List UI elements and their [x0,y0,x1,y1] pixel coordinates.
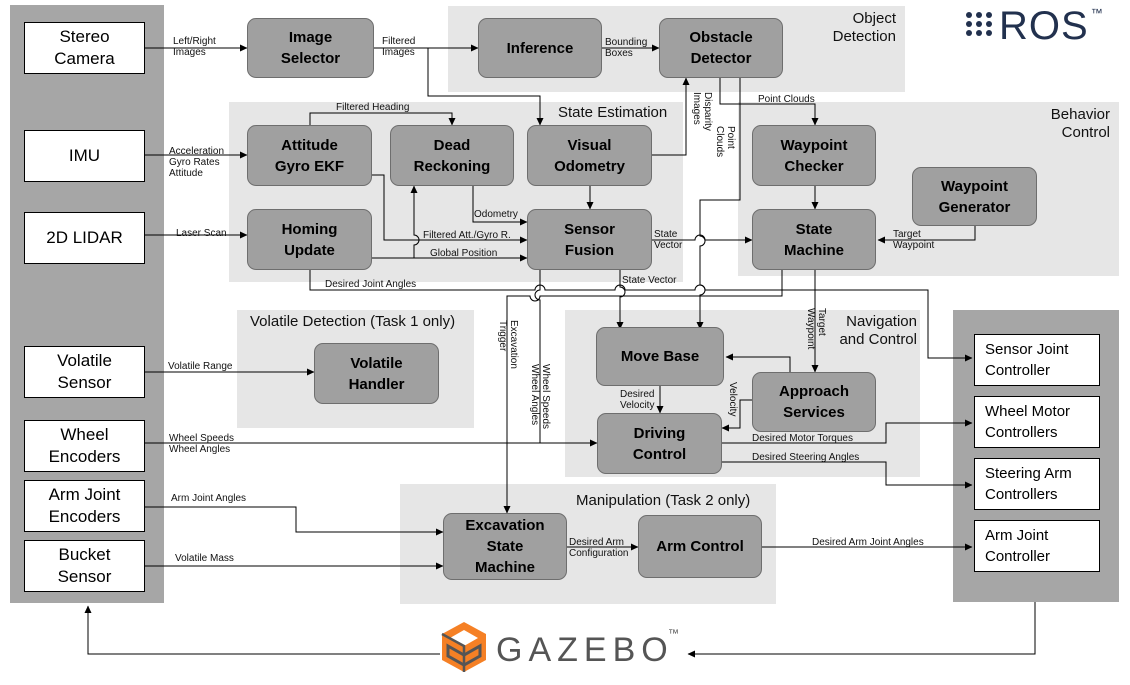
ros-logo: ROS ™ [966,6,1103,46]
node-waypoint-generator: Waypoint Generator [912,167,1037,226]
edge-controllers-gazebo [687,602,1036,658]
label-left-right-images: Left/Right Images [173,36,216,58]
edge-dead-reckoning-fusion [472,186,528,226]
label-bounding-boxes: Bounding Boxes [605,37,648,59]
edge-driving-steering [722,461,973,489]
label-excavation-trigger: Excavation Trigger [497,320,519,369]
edge-generator-state-machine [877,226,976,244]
edge-wheel-encoders-fusion [534,255,544,443]
label-target-waypoint: Target Waypoint [893,229,935,251]
label-disparity-images: Disparity Images [691,92,713,131]
node-move-base: Move Base [596,327,724,386]
label-arm-joint-angles: Arm Joint Angles [171,493,247,504]
behavior-control-title: Behavior Control [1050,106,1110,141]
edge-arm-encoders-excavation [145,506,444,536]
label-point-clouds-top: Point Clouds [758,94,815,105]
label-desired-arm-config: Desired Arm Configuration [569,537,629,559]
edge-homing-sensor-joint [309,270,973,362]
label-wheel-speeds-angles-vert: Wheel Speeds Wheel Angles [529,364,551,430]
node-obstacle-detector: Obstacle Detector [659,18,783,78]
edge-fusion-state-machine [652,234,753,244]
label-volatile-mass: Volatile Mass [175,553,234,564]
node-excavation-state-machine: Excavation State Machine [443,513,567,580]
volatile-detection-title: Volatile Detection (Task 1 only) [250,313,456,330]
controller-sensor-joint: Sensor Joint Controller [974,334,1100,386]
ros-wordmark: ROS [999,4,1089,48]
controller-wheel-motor: Wheel Motor Controllers [974,396,1100,448]
edge-driving-wheel-motor [722,419,973,444]
node-visual-odometry: Visual Odometry [527,125,652,186]
sensor-bucket: Bucket Sensor [24,540,145,592]
node-waypoint-checker: Waypoint Checker [752,125,876,186]
label-velocity: Velocity [727,382,738,417]
node-volatile-handler: Volatile Handler [314,343,439,404]
label-imu-signals: Acceleration Gyro Rates Attitude [169,146,225,179]
controller-arm-joint: Arm Joint Controller [974,520,1100,572]
edge-approach-move-base [725,353,791,372]
label-filtered-images: Filtered Images [382,36,416,58]
edge-state-machine-excavation [503,270,783,514]
state-estimation-title: State Estimation [558,104,668,121]
edge-attitude-fusion [372,174,528,244]
gazebo-trademark: ™ [668,628,679,640]
edge-vo-obstacle [652,77,690,156]
label-state-vector-bottom: State Vector [622,275,677,286]
edge-fusion-move-base [616,270,626,330]
label-wheel-speeds-angles: Wheel Speeds Wheel Angles [169,433,235,455]
object-detection-title: Object Detection [832,10,896,45]
ros-trademark: ™ [1090,6,1103,20]
edge-approach-driving [721,399,752,432]
label-state-vector-right: State Vector [654,229,683,251]
label-odometry: Odometry [474,209,518,220]
sensor-volatile: Volatile Sensor [24,346,145,398]
navigation-title: Navigation and Control [839,313,917,348]
node-attitude-gyro-ekf: Attitude Gyro EKF [247,125,372,186]
label-desired-arm-joint-angles: Desired Arm Joint Angles [812,537,924,548]
edge-obstacle-waypoint-checker [719,78,819,126]
label-laser-scan: Laser Scan [176,228,227,239]
label-desired-motor-torques: Desired Motor Torques [752,433,853,444]
sensor-stereo-camera: Stereo Camera [24,22,145,74]
manipulation-title: Manipulation (Task 2 only) [576,492,751,509]
label-desired-velocity: Desired Velocity [620,389,655,411]
gazebo-icon [441,622,486,672]
label-desired-steering-angles: Desired Steering Angles [752,452,860,463]
edge-obstacle-move-base [696,78,741,330]
node-driving-control: Driving Control [597,413,722,474]
edge-filtered-heading [309,112,456,126]
node-homing-update: Homing Update [247,209,372,270]
label-target-waypoint-vert: Target Waypoint [805,308,827,350]
node-sensor-fusion: Sensor Fusion [527,209,652,270]
controller-steering-arm: Steering Arm Controllers [974,458,1100,510]
sensor-arm-joint-encoders: Arm Joint Encoders [24,480,145,532]
node-image-selector: Image Selector [247,18,374,78]
label-global-position: Global Position [430,248,498,259]
ros-dots-icon [966,12,993,36]
node-dead-reckoning: Dead Reckoning [390,125,514,186]
gazebo-wordmark: GAZEBO [496,631,674,669]
label-point-clouds-vert: Point Clouds [714,126,736,158]
sensor-imu: IMU [24,130,145,182]
label-filtered-heading: Filtered Heading [336,102,410,113]
node-approach-services: Approach Services [752,372,876,432]
sensor-wheel-encoders: Wheel Encoders [24,420,145,472]
label-desired-joint-angles: Desired Joint Angles [325,279,417,290]
label-filtered-att: Filtered Att./Gyro R. [423,230,511,241]
edge-selector-visual-odometry [427,48,544,126]
edge-gazebo-sensors [84,605,440,655]
node-inference: Inference [478,18,602,78]
node-state-machine: State Machine [752,209,876,270]
sensor-2d-lidar: 2D LIDAR [24,212,145,264]
label-volatile-range: Volatile Range [168,361,233,372]
edge-homing-dead-reckoning [410,185,420,258]
node-arm-control: Arm Control [638,515,762,578]
